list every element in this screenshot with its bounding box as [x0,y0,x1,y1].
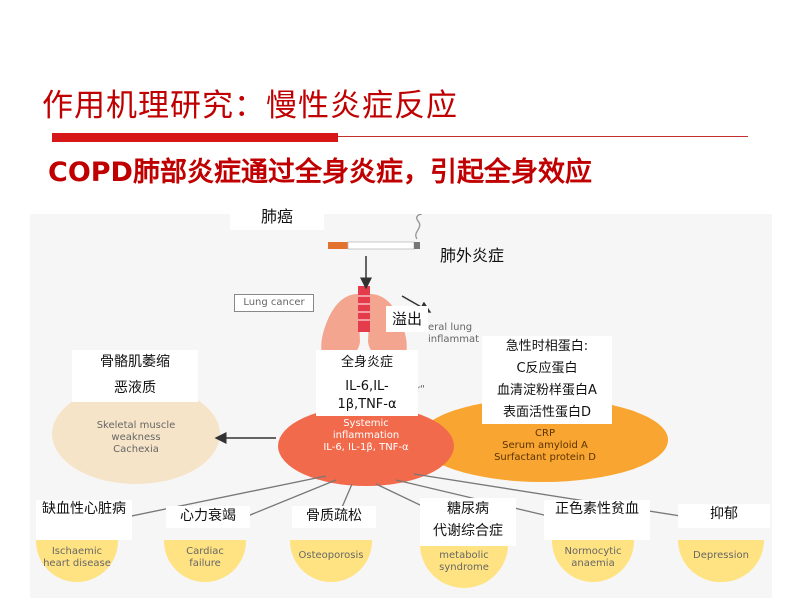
acute-phase-cn-label: 急性时相蛋白: C反应蛋白 血清淀粉样蛋白A 表面活性蛋白D [482,336,612,424]
spillover-cn-label: 溢出 [386,306,428,332]
outcome-metabolic-cn: 糖尿病 代谢综合症 [420,498,516,546]
outcome-cardiac-cn: 心力衰竭 [166,506,250,528]
outcome-depression-en: Depression [693,550,749,561]
outcome-ischaemic-cn: 缺血性心脏病 [36,500,132,540]
skeletal-cn-label: 骨骼肌萎缩 恶液质 [72,350,198,402]
outcome-depression-cn: 抑郁 [678,504,770,528]
outcome-osteoporosis-en: Osteoporosis [298,550,364,561]
outcome-anaemia-cn: 正色素性贫血 [544,500,650,540]
title-underline-thin [338,136,748,137]
cigarette-icon [328,214,423,250]
systemic-cn-label: 全身炎症 IL-6,IL- 1β,TNF-α [316,350,418,416]
outcome-osteoporosis-cn: 骨质疏松 [292,506,376,528]
extrapulmonary-cn-label: 肺外炎症 [440,246,505,265]
systemic-oval [278,406,454,486]
lung-cancer-en-box: Lung cancer [234,294,314,312]
lung-cancer-cn-label: 肺癌 [230,204,324,230]
page-title: 作用机理研究：慢性炎症反应 [42,88,458,124]
title-underline-thick [52,133,338,142]
page-subtitle: COPD肺部炎症通过全身炎症，引起全身效应 [48,157,592,188]
